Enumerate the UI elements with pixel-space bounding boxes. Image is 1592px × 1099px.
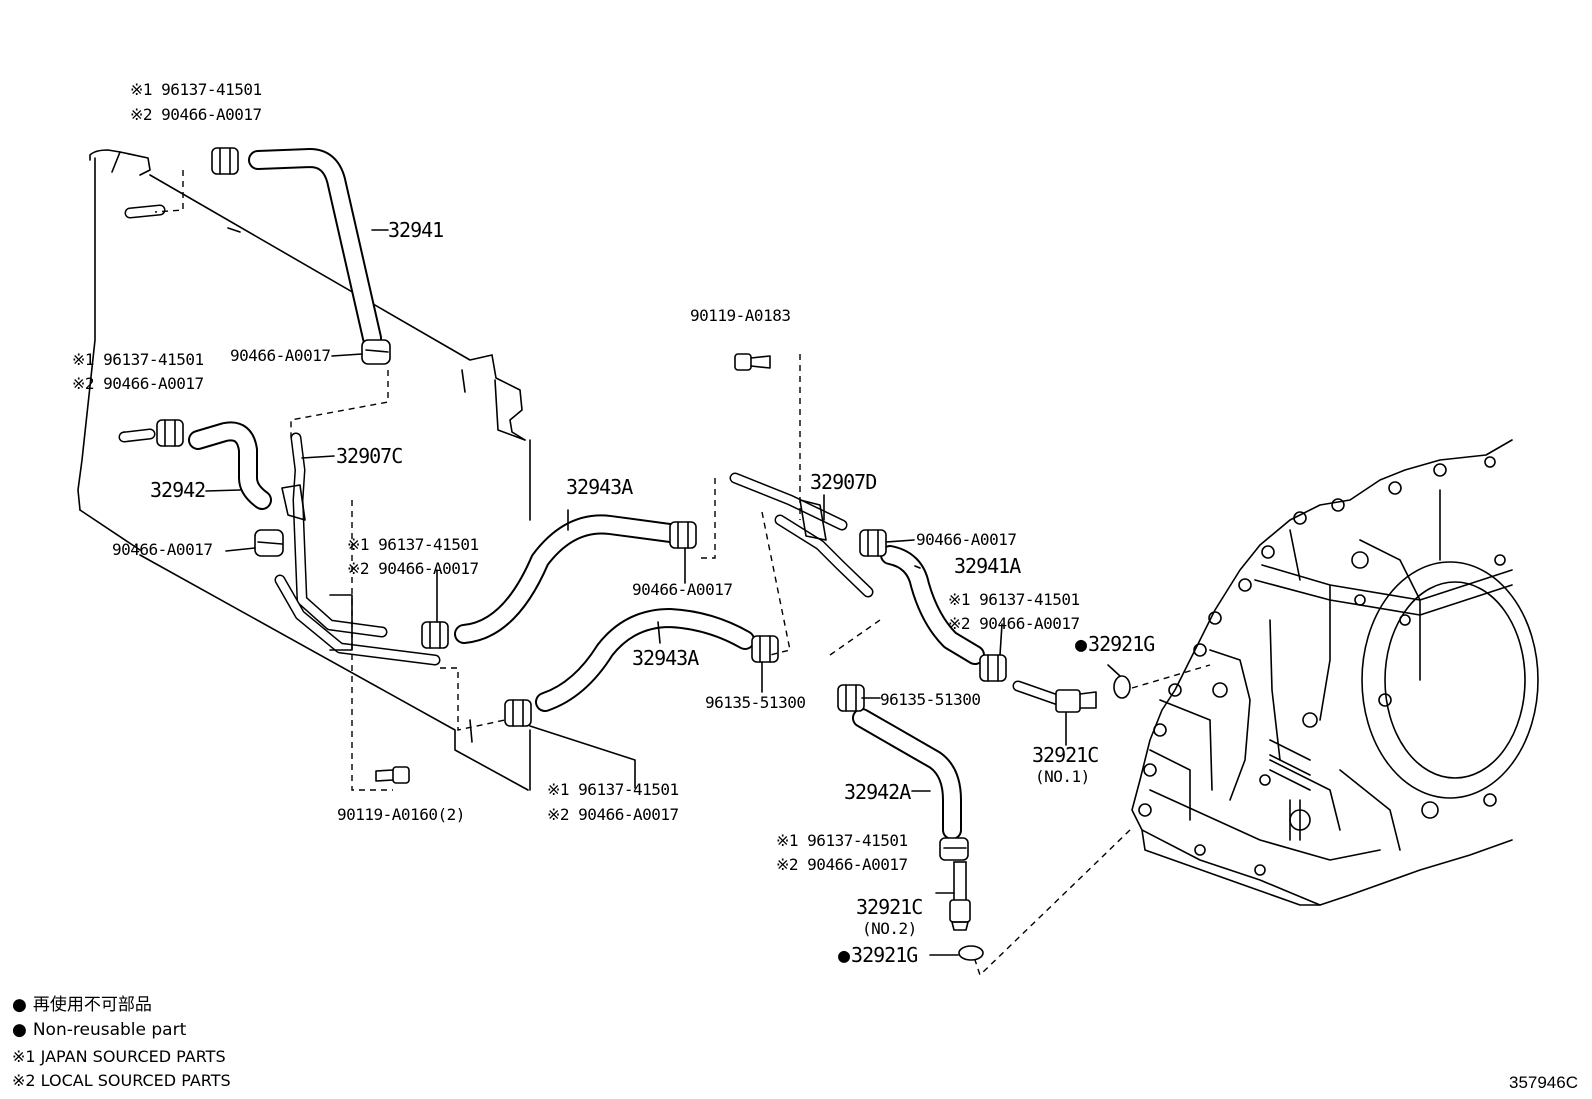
legend-local-sourced: ※2 LOCAL SOURCED PARTS [12, 1071, 231, 1090]
label-hose-32942: 32942 [150, 478, 206, 502]
label-top-local-part: ※2 90466-A0017 [130, 105, 262, 124]
legend-en-text: Non-reusable part [32, 1020, 187, 1040]
hose-32941a [880, 545, 985, 665]
clamp-lower-left [504, 699, 532, 727]
transmission-housing [1131, 439, 1539, 906]
bullet-icon: ● [12, 1020, 27, 1040]
label-top-japan-part: ※1 96137-41501 [130, 80, 262, 99]
clamp-right-upper [859, 529, 887, 557]
label-left-local-part: ※2 90466-A0017 [72, 374, 204, 393]
label-lower-local-part: ※2 90466-A0017 [776, 855, 908, 874]
label-hose-clamp-96135-left: 96135-51300 [705, 693, 806, 712]
pipe-32907d [729, 472, 874, 598]
clamp-left-lower [254, 529, 284, 557]
clamp-right-lower [979, 654, 1007, 682]
label-right-japan-part: ※1 96137-41501 [948, 590, 1080, 609]
connector-32921c-no2 [949, 861, 971, 931]
o-ring-lower [958, 945, 984, 961]
label-right-local-part: ※2 90466-A0017 [948, 614, 1080, 633]
diagram-code: 357946C [1508, 1073, 1578, 1092]
label-clamp-right: 90466-A0017 [916, 530, 1017, 549]
bullet-icon: ● [12, 995, 27, 1015]
legend-non-reusable-jp: ●再使用不可部品 [12, 994, 152, 1016]
label-bolt-90119-a0160: 90119-A0160(2) [337, 805, 465, 824]
leader-lines [205, 229, 1121, 956]
label-connector-32921c-no1: 32921C [1032, 743, 1099, 767]
clamp-left-upper [156, 419, 184, 447]
label-connector-no1: (NO.1) [1035, 767, 1090, 786]
label-bottom-japan-part: ※1 96137-41501 [547, 780, 679, 799]
label-o-ring-32921g-lower: 32921G [838, 943, 918, 967]
o-ring-upper [1113, 675, 1131, 699]
clamp-lower-mid [751, 635, 779, 663]
legend-jp-text: 再使用不可部品 [32, 995, 152, 1015]
label-connector-32921c-no2: 32921C [856, 895, 923, 919]
connector-32921c-no1 [1012, 680, 1097, 713]
label-clamp-mid: 90466-A0017 [632, 580, 733, 599]
label-pipe-32907c: 32907C [336, 444, 403, 468]
label-bottom-local-part: ※2 90466-A0017 [547, 805, 679, 824]
bolt-90119-a0160 [375, 766, 410, 784]
clamp-upper-right [361, 339, 391, 365]
clamp-mid-left [421, 621, 449, 649]
hose-32943a-lower [535, 608, 755, 712]
label-hose-32943a-upper: 32943A [566, 475, 633, 499]
label-left-japan-part: ※1 96137-41501 [72, 350, 204, 369]
label-hose-32942a: 32942A [844, 780, 911, 804]
hose-32942a [852, 708, 962, 840]
label-connector-no2: (NO.2) [862, 919, 917, 938]
label-bolt-90119-a0183: 90119-A0183 [690, 306, 791, 325]
hose-32941 [248, 148, 382, 348]
label-mid-japan-part: ※1 96137-41501 [347, 535, 479, 554]
hose-32943a-upper [454, 514, 680, 644]
label-hose-32941a: 32941A [954, 554, 1021, 578]
legend-japan-sourced: ※1 JAPAN SOURCED PARTS [12, 1047, 226, 1066]
clamp-bottom [939, 837, 969, 861]
legend-non-reusable-en: ●Non-reusable part [12, 1019, 186, 1041]
label-o-ring-32921g-upper: 32921G [1075, 632, 1155, 656]
label-mid-local-part: ※2 90466-A0017 [347, 559, 479, 578]
clamp-mid-right [669, 521, 697, 549]
assembly-lines [154, 170, 1211, 977]
label-hose-clamp-96135-right: 96135-51300 [880, 690, 981, 709]
clamp-right-mid [837, 684, 865, 712]
bolt-90119-a0183 [734, 353, 771, 371]
label-pipe-32907d: 32907D [810, 470, 877, 494]
label-lower-japan-part: ※1 96137-41501 [776, 831, 908, 850]
label-hose-32941: 32941 [388, 218, 444, 242]
clamp-top [211, 147, 239, 175]
pipe-32907c [274, 432, 441, 666]
label-hose-32943a-lower: 32943A [632, 646, 699, 670]
label-clamp-left: 90466-A0017 [112, 540, 213, 559]
hose-32942 [188, 421, 272, 510]
label-clamp-upper: 90466-A0017 [230, 346, 331, 365]
